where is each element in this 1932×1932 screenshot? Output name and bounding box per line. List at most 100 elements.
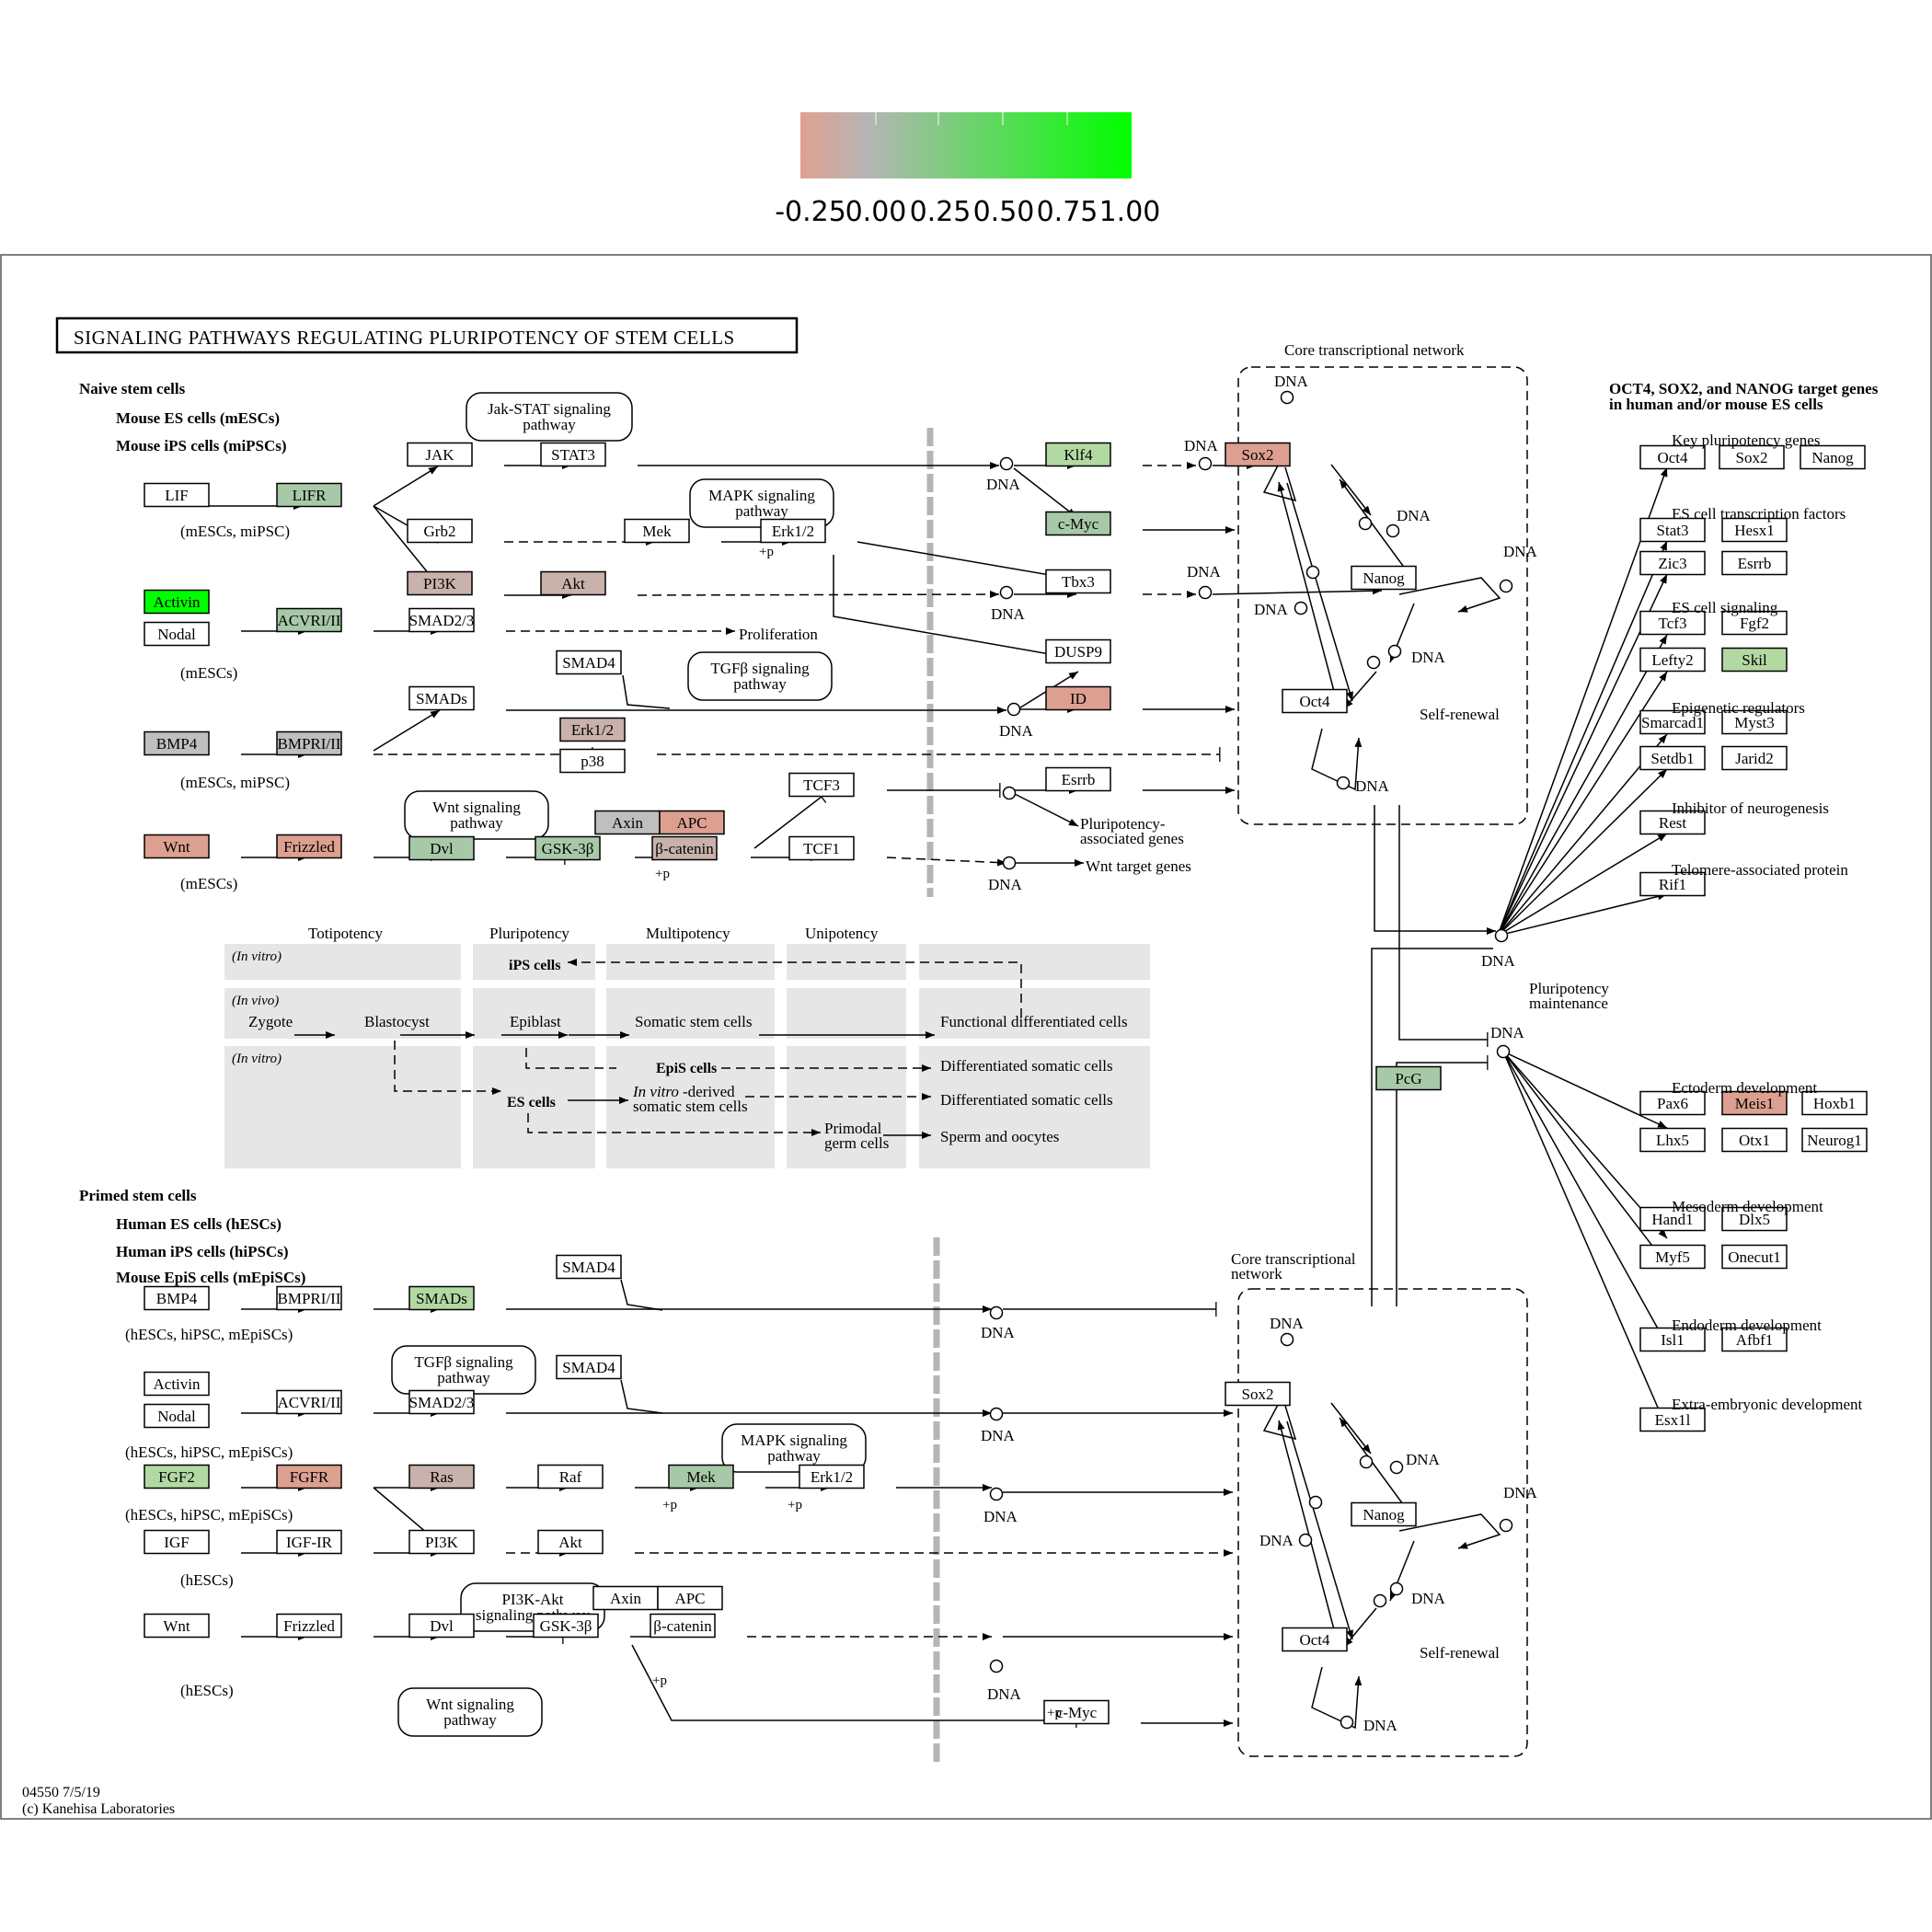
gene-node-akt2[interactable]: Akt — [537, 1529, 604, 1555]
gene-node-sox2b[interactable]: Sox2 — [1225, 1381, 1291, 1407]
gene-node-t_otx1[interactable]: Otx1 — [1721, 1127, 1788, 1153]
gene-node-smad4c[interactable]: SMAD4 — [556, 1354, 622, 1380]
gene-node-lif[interactable]: LIF — [144, 482, 210, 508]
gene-node-t_fgf2[interactable]: Fgf2 — [1721, 610, 1788, 636]
gene-node-oct4a[interactable]: Oct4 — [1282, 688, 1348, 714]
gene-node-sox2a[interactable]: Sox2 — [1225, 442, 1291, 467]
gene-node-axin1[interactable]: Axin — [594, 810, 661, 835]
gene-node-frizzled2[interactable]: Frizzled — [276, 1613, 342, 1639]
gene-node-t_lhx5[interactable]: Lhx5 — [1639, 1127, 1706, 1153]
gene-node-t_hoxb1[interactable]: Hoxb1 — [1801, 1090, 1868, 1116]
gene-node-pi3k2[interactable]: PI3K — [408, 1529, 475, 1555]
gene-node-bmp41[interactable]: BMP4 — [144, 730, 210, 756]
gene-node-smad4a[interactable]: SMAD4 — [556, 650, 622, 675]
gene-node-t_neurog1[interactable]: Neurog1 — [1801, 1127, 1868, 1153]
gene-node-nodal1[interactable]: Nodal — [144, 621, 210, 647]
gene-node-klf4[interactable]: Klf4 — [1045, 442, 1111, 467]
gene-node-lifr[interactable]: LIFR — [276, 482, 342, 508]
gene-node-esrrb1[interactable]: Esrrb — [1045, 766, 1111, 792]
gene-node-acvr1[interactable]: ACVRI/II — [276, 607, 342, 633]
gene-node-stat3[interactable]: STAT3 — [540, 442, 606, 467]
gene-node-grb2[interactable]: Grb2 — [407, 518, 473, 544]
gene-node-igf[interactable]: IGF — [144, 1529, 210, 1555]
gene-node-smad231[interactable]: SMAD2/3 — [408, 607, 475, 633]
gene-node-t_onecut1[interactable]: Onecut1 — [1721, 1244, 1788, 1270]
gene-node-pcg[interactable]: PcG — [1375, 1065, 1442, 1091]
gene-node-nanog1[interactable]: Nanog — [1351, 565, 1417, 591]
gene-node-t_nanog[interactable]: Nanog — [1800, 444, 1866, 470]
gene-node-t_skil[interactable]: Skil — [1721, 647, 1788, 673]
gene-node-oct4b[interactable]: Oct4 — [1282, 1627, 1348, 1652]
gene-node-t_oct4[interactable]: Oct4 — [1639, 444, 1706, 470]
gene-node-t_lefty2[interactable]: Lefty2 — [1639, 647, 1706, 673]
gene-node-t_pax6[interactable]: Pax6 — [1639, 1090, 1706, 1116]
gene-node-t_myst3[interactable]: Myst3 — [1721, 709, 1788, 735]
gene-node-t_esx1l[interactable]: Esx1l — [1639, 1407, 1706, 1432]
gene-node-apc2[interactable]: APC — [657, 1585, 723, 1611]
gene-node-akt1[interactable]: Akt — [540, 570, 606, 596]
gene-node-raf[interactable]: Raf — [537, 1464, 604, 1489]
gene-node-tcf1[interactable]: TCF1 — [788, 835, 855, 861]
gene-node-erk12a[interactable]: Erk1/2 — [760, 518, 826, 544]
gene-node-bmpr2[interactable]: BMPRI/II — [276, 1285, 342, 1311]
gene-node-acvr2[interactable]: ACVRI/II — [276, 1389, 342, 1415]
gene-node-erk12b[interactable]: Erk1/2 — [559, 717, 626, 742]
gene-node-tcf3[interactable]: TCF3 — [788, 772, 855, 798]
gene-node-apc1[interactable]: APC — [659, 810, 725, 835]
gene-node-t_zic3[interactable]: Zic3 — [1639, 550, 1706, 576]
gene-node-bmp42[interactable]: BMP4 — [144, 1285, 210, 1311]
gene-node-activin2[interactable]: Activin — [144, 1371, 210, 1397]
gene-node-axin2[interactable]: Axin — [592, 1585, 659, 1611]
gene-node-bcat1[interactable]: β-catenin — [651, 835, 718, 861]
gene-node-t_rest[interactable]: Rest — [1639, 810, 1706, 835]
gene-node-tbx3[interactable]: Tbx3 — [1045, 569, 1111, 594]
gene-node-t_smarcad1[interactable]: Smarcad1 — [1639, 709, 1706, 735]
gene-node-nodal2[interactable]: Nodal — [144, 1403, 210, 1429]
gene-node-smads2[interactable]: SMADs — [408, 1285, 475, 1311]
gene-node-t_jarid2[interactable]: Jarid2 — [1721, 745, 1788, 771]
gene-node-smad4b[interactable]: SMAD4 — [556, 1254, 622, 1280]
gene-node-t_afbf1[interactable]: Afbf1 — [1721, 1327, 1788, 1352]
gene-node-cmyc2[interactable]: c-Myc — [1043, 1699, 1110, 1725]
gene-node-id[interactable]: ID — [1045, 685, 1111, 711]
gene-node-gsk2[interactable]: GSK-3β — [533, 1613, 599, 1639]
gene-node-erk12c[interactable]: Erk1/2 — [799, 1464, 865, 1489]
gene-node-t_hesx1[interactable]: Hesx1 — [1721, 517, 1788, 543]
gene-node-t_isl1[interactable]: Isl1 — [1639, 1327, 1706, 1352]
gene-node-t_setdb1[interactable]: Setdb1 — [1639, 745, 1706, 771]
gene-node-fgfr[interactable]: FGFR — [276, 1464, 342, 1489]
gene-node-wnt1[interactable]: Wnt — [144, 834, 210, 859]
gene-node-cmyc1[interactable]: c-Myc — [1045, 511, 1111, 536]
gene-node-p38[interactable]: p38 — [559, 748, 626, 774]
gene-node-t_sox2[interactable]: Sox2 — [1719, 444, 1785, 470]
gene-node-t_hand1[interactable]: Hand1 — [1639, 1206, 1706, 1232]
gene-node-mek1[interactable]: Mek — [624, 518, 690, 544]
gene-node-wnt2[interactable]: Wnt — [144, 1613, 210, 1639]
gene-node-jak[interactable]: JAK — [407, 442, 473, 467]
gene-node-frizzled1[interactable]: Frizzled — [276, 834, 342, 859]
gene-node-t_esrrb[interactable]: Esrrb — [1721, 550, 1788, 576]
gene-node-t_myf5[interactable]: Myf5 — [1639, 1244, 1706, 1270]
gene-node-pi3k1[interactable]: PI3K — [407, 570, 473, 596]
gene-node-t_rif1[interactable]: Rif1 — [1639, 871, 1706, 897]
gene-node-dusp9[interactable]: DUSP9 — [1045, 638, 1111, 664]
gene-node-activin1[interactable]: Activin — [144, 589, 210, 615]
gene-node-t_tcf3[interactable]: Tcf3 — [1639, 610, 1706, 636]
gene-node-t_stat3[interactable]: Stat3 — [1639, 517, 1706, 543]
gene-node-igfir[interactable]: IGF-IR — [276, 1529, 342, 1555]
gene-node-ras[interactable]: Ras — [408, 1464, 475, 1489]
gene-node-t_dlx5[interactable]: Dlx5 — [1721, 1206, 1788, 1232]
gene-node-mek2[interactable]: Mek — [668, 1464, 734, 1489]
gene-node-dvl1[interactable]: Dvl — [408, 835, 475, 861]
gene-node-bmpr1[interactable]: BMPRI/II — [276, 730, 342, 756]
gene-node-fgf2[interactable]: FGF2 — [144, 1464, 210, 1489]
gene-node-bcat2[interactable]: β-catenin — [650, 1613, 716, 1639]
gene-node-smads1[interactable]: SMADs — [408, 685, 475, 711]
